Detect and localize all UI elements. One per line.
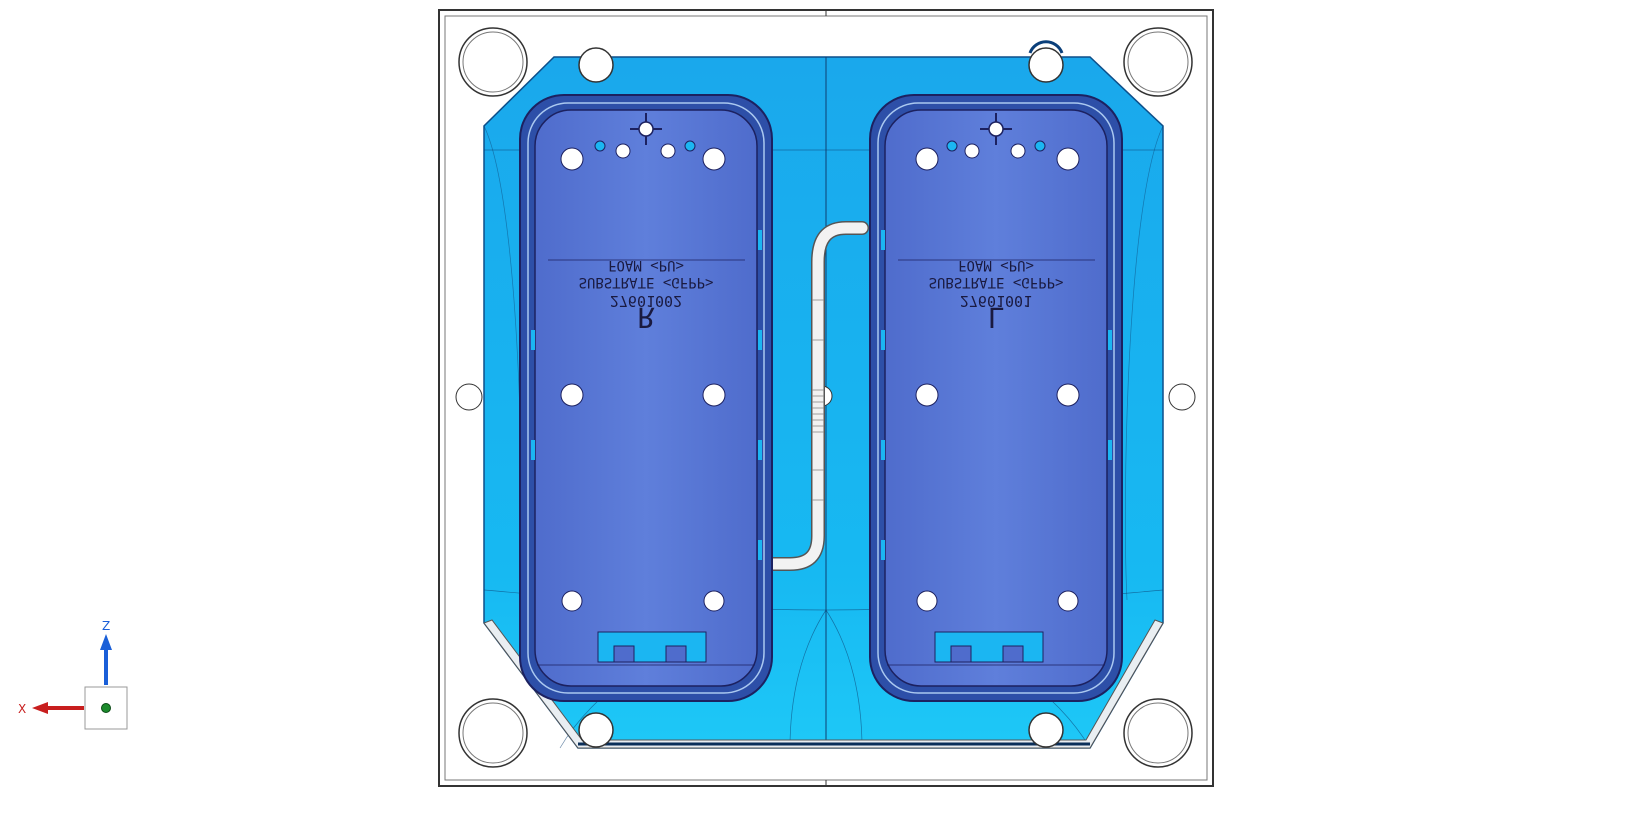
engraved-material-line1: SUBSTRATE <GFPP>: [579, 274, 714, 290]
engraved-part-number: 27601002: [610, 292, 682, 310]
guide-bore-bottom-right: [1123, 698, 1193, 768]
x-axis-arrow-icon: [32, 702, 48, 714]
engraved-material-line2: FOAM <PU>: [958, 257, 1034, 273]
x-axis-label: X: [18, 702, 26, 716]
engraved-side-letter: L: [988, 301, 1005, 334]
engraved-material-line1: SUBSTRATE <GFPP>: [929, 274, 1064, 290]
z-axis-label: Z: [102, 619, 110, 633]
engraved-side-letter: R: [638, 301, 655, 334]
guide-bore-bottom-left: [458, 698, 528, 768]
guide-bore-top-left: [458, 27, 528, 97]
cavity-pocket-right-part: R 27601002 SUBSTRATE <GFPP> FOAM <PU>: [519, 94, 773, 702]
triad-origin-icon: [101, 703, 111, 713]
engraved-material-line2: FOAM <PU>: [608, 257, 684, 273]
engraved-part-number: 27601001: [960, 292, 1032, 310]
axis-triad[interactable]: Z X: [18, 619, 128, 730]
z-axis-arrow-icon: [100, 634, 112, 650]
runner-channel: [765, 221, 869, 571]
cavity-pocket-left-part: L 27601001 SUBSTRATE <GFPP> FOAM <PU>: [869, 94, 1123, 702]
guide-bore-top-right: [1123, 27, 1193, 97]
